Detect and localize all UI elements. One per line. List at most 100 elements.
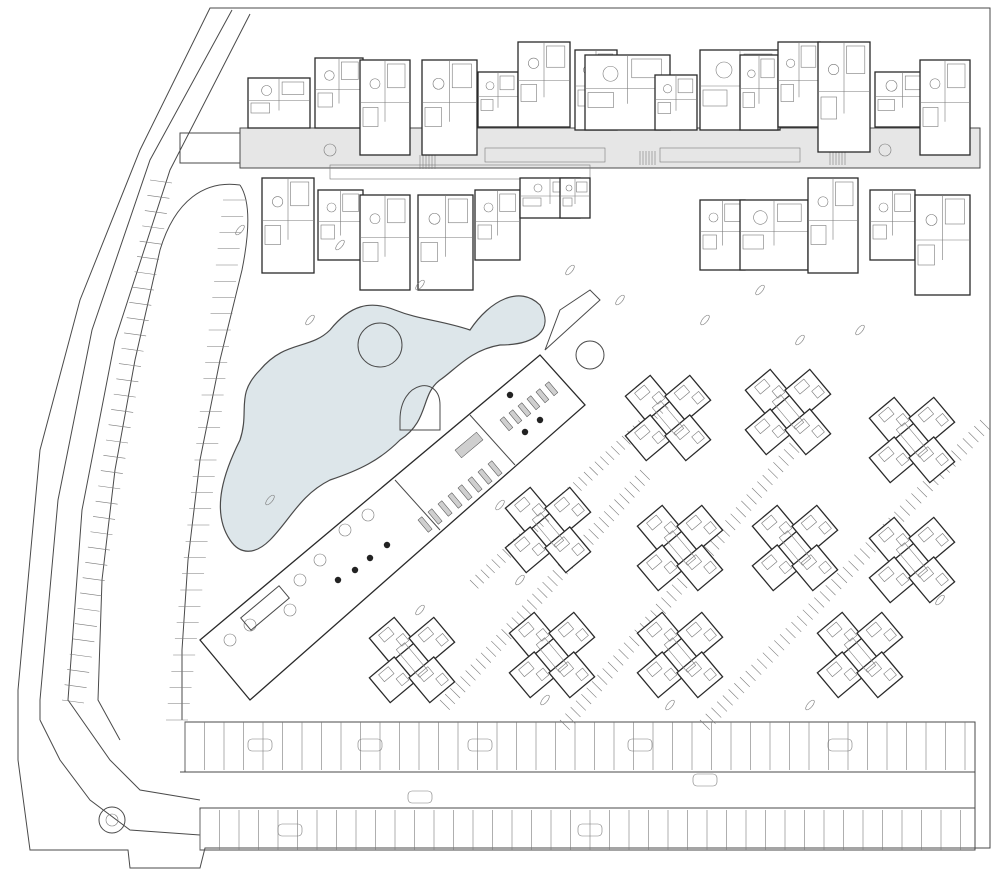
bed-icon [546,45,566,68]
bathroom-fixture [317,92,333,108]
path-hatch [709,539,720,550]
path-hatch [614,499,625,510]
path-hatch [496,554,506,563]
path-hatch [956,444,968,455]
dining-table-icon [929,78,941,90]
house-unit [624,414,672,462]
table-icon [293,573,307,587]
parking-aisle [180,771,976,809]
apartment-unit [699,199,746,271]
bed-icon [677,78,694,94]
house-unit [368,656,416,704]
house-cluster [508,611,596,699]
bathroom-fixture [820,96,837,120]
apartment-unit [317,189,364,261]
car-icon [827,738,853,752]
parking-stall-divider [67,669,90,673]
bed-icon [341,61,359,80]
bathroom-fixture [362,242,379,262]
bed-icon [826,621,843,638]
house-cluster [636,611,724,699]
path-hatch [613,655,624,666]
bathroom-fixture [691,430,705,445]
house-unit [636,611,684,659]
stair-icon [895,422,929,458]
bathroom-fixture [771,424,786,439]
dining-table-icon [747,69,756,78]
tree-icon [415,604,425,616]
path-hatch [819,591,831,602]
tree-icon [615,294,625,306]
house-unit [791,504,839,552]
apartment-unit [869,189,916,261]
house-unit [508,651,556,699]
column-dot [521,428,529,436]
bathroom-fixture [587,92,614,108]
bed-icon [557,661,575,678]
landscape-trees [235,224,945,711]
path-hatch [979,419,991,431]
bed-icon [553,496,571,513]
path-hatch [730,513,741,524]
planter-circle [323,143,337,157]
house-cluster [751,504,839,592]
path-hatch [767,468,779,479]
bathroom-fixture [935,572,949,587]
parking-stall-divider [87,546,110,551]
bathroom-fixture [477,224,492,240]
house-unit [908,396,956,444]
house-cluster [744,368,832,456]
path-hatch [757,481,768,492]
dining-table-icon [324,70,335,81]
fitness-machine [487,460,503,477]
house-cluster [504,486,592,574]
fitness-machine [427,508,443,525]
table-icon [223,633,237,647]
apartment-unit [777,41,821,128]
bathroom-fixture [810,225,827,245]
bathroom-fixture [703,560,717,575]
road-median [97,183,241,741]
house-unit [676,651,724,699]
path-hatch [722,695,733,706]
path-hatch [911,493,922,504]
bed-icon [846,45,866,74]
path-hatch [791,621,802,633]
tree-icon [495,499,505,511]
house-unit [816,611,864,659]
path-hatch [639,469,651,481]
parking-stall-divider [118,363,141,367]
path-hatch [485,646,497,657]
bathroom-fixture [663,560,678,575]
path-hatch [725,520,736,531]
path-hatch [922,481,933,492]
bed-icon [290,181,310,207]
parking-stall-divider [93,516,116,520]
pool-round-basin [357,322,403,368]
apartment-unit [417,194,474,291]
fitness-machine [526,395,541,411]
house-unit [636,544,684,592]
house-unit [676,544,724,592]
path-hatch [475,658,486,669]
tree-icon [305,314,315,326]
path-hatch [728,689,739,700]
path-hatch [565,713,576,724]
car-icon [247,738,273,752]
stair-icon [663,530,697,566]
house-unit [868,436,916,484]
path-hatch [629,636,640,647]
house-unit [908,436,956,484]
path-hatch [802,609,813,620]
bed-icon [631,58,662,79]
path-hatch [572,482,582,491]
path-hatch [491,640,502,652]
tree-icon [335,239,345,251]
apartment-unit [517,41,571,128]
path-hatch [607,661,619,673]
path-hatch [796,615,808,626]
house-unit [676,611,724,659]
dining-table-icon [925,214,938,226]
path-hatch [616,440,626,450]
dining-table-icon [261,85,272,96]
